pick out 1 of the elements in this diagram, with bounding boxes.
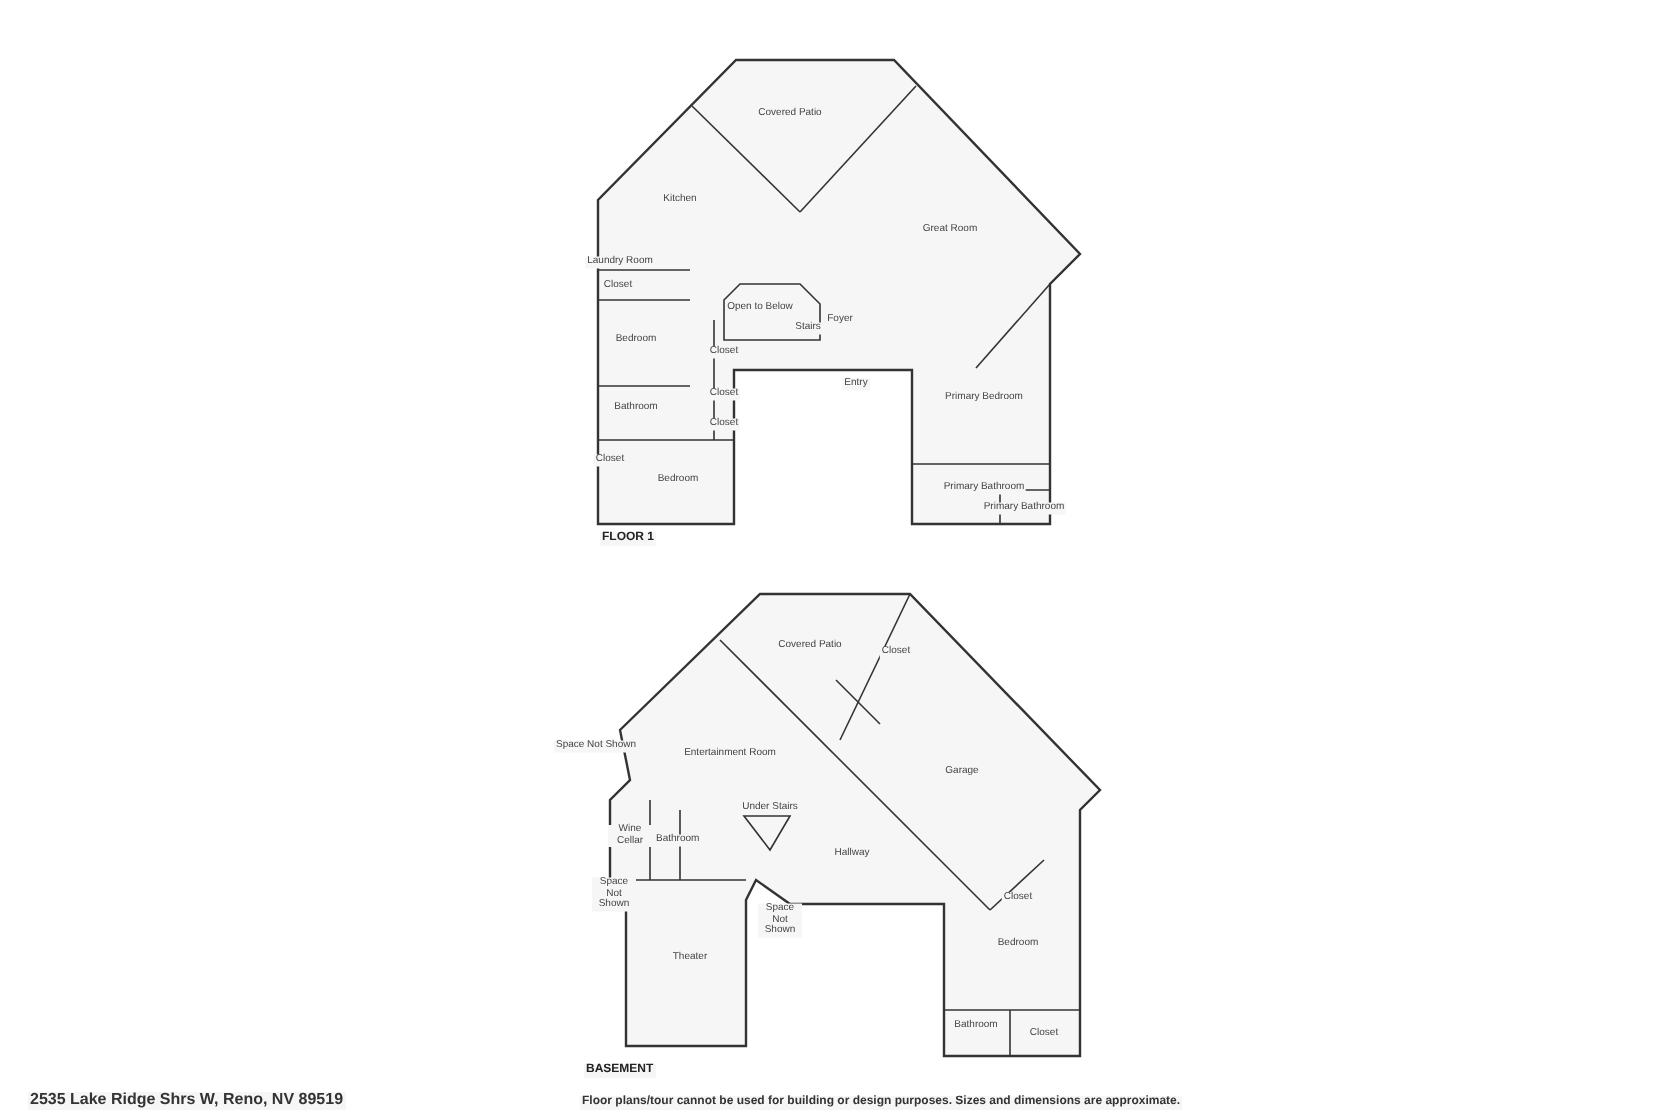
address: 2535 Lake Ridge Shrs W, Reno, NV 89519 bbox=[28, 1092, 346, 1110]
